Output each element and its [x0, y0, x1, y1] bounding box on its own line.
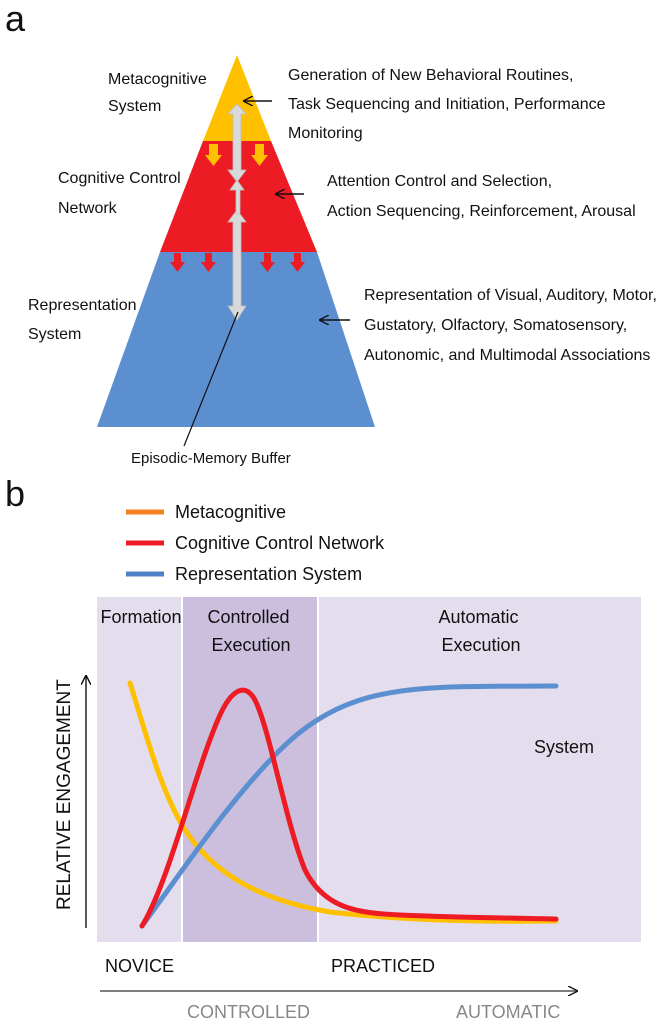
phase-controlled-label: Controlled Execution: [207, 607, 294, 655]
panel-b-letter: b: [5, 473, 25, 514]
curve-cognitive-control: [139, 687, 559, 929]
bottom-label-controlled: CONTROLLED: [187, 1002, 310, 1022]
panel-a-letter: a: [5, 0, 26, 39]
metacognitive-label: Metacognitive System: [108, 71, 211, 115]
meta-to-ccn-arrows: [205, 144, 268, 166]
ccn-to-rep-arrows: [170, 253, 305, 272]
metacognitive-tier: [203, 55, 271, 141]
phase-automatic-label: Automatic Execution: [438, 607, 523, 655]
legend-label-metacognitive: Metacognitive: [175, 502, 286, 522]
representation-description: Representation of Visual, Auditory, Moto…: [364, 287, 657, 364]
metacognitive-description: Generation of New Behavioral Routines, T…: [288, 67, 610, 142]
phase-formation-bg: [97, 597, 181, 942]
floating-system-label: System: [534, 737, 594, 757]
buffer-leader-line: [183, 311, 239, 447]
phase-automatic-bg: [319, 597, 641, 942]
ccn-label: Cognitive Control Network: [58, 170, 185, 217]
bottom-label-automatic: AUTOMATIC: [456, 1002, 560, 1022]
legend: Metacognitive Cognitive Control Network …: [126, 502, 385, 584]
curve-representation: [139, 683, 559, 929]
ccn-description: Attention Control and Selection, Action …: [327, 173, 636, 220]
representation-label: Representation System: [28, 297, 141, 343]
phase-formation-label: Formation: [100, 607, 181, 627]
legend-label-representation: Representation System: [175, 564, 362, 584]
x-label-practiced: PRACTICED: [331, 956, 435, 976]
curve-metacognitive: [127, 680, 559, 924]
episodic-buffer-arrows: [227, 103, 247, 321]
phase-controlled-bg: [183, 597, 317, 942]
x-label-novice: NOVICE: [105, 956, 174, 976]
legend-label-ccn: Cognitive Control Network: [175, 533, 385, 553]
representation-tier: [97, 252, 375, 427]
y-axis-label: RELATIVE ENGAGEMENT: [54, 679, 75, 910]
episodic-buffer-label: Episodic-Memory Buffer: [131, 450, 291, 467]
